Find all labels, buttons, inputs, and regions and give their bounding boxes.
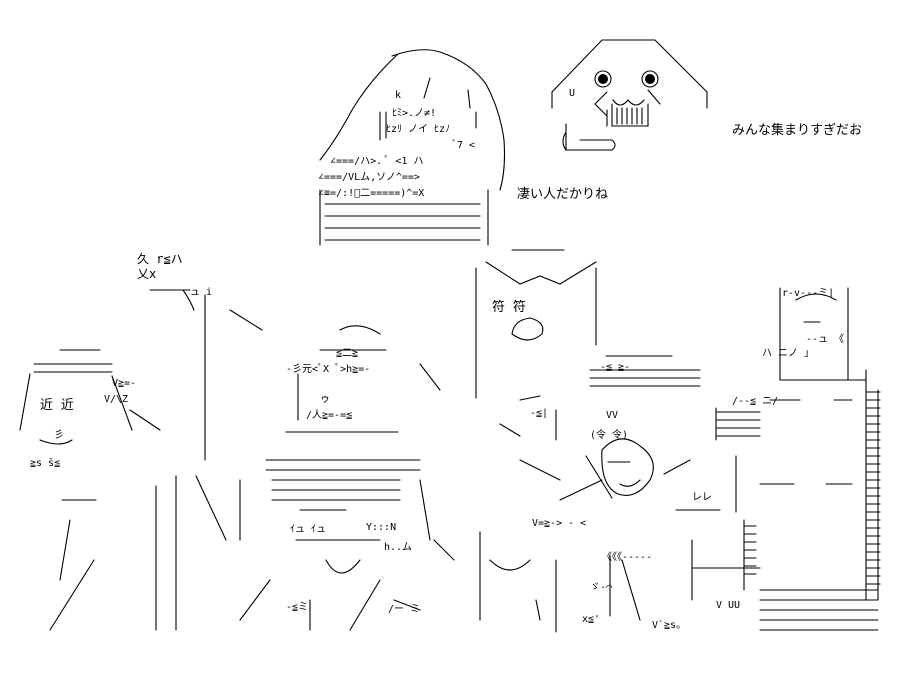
bottom-scribble-9: V=≧-> - < [532,518,587,529]
center-chest: ｲュ ｲュ [290,524,327,535]
hair-scribble-row2: ﾋzﾘ ノイ ﾋzﾉ [386,124,451,135]
kondo-figure [19,349,161,631]
right-collar: /--≦ ニ/ [732,396,779,407]
center-skirt: h..ム [384,542,413,553]
yaruo-left-eye-dot [598,74,608,84]
bottom-scribble-10: (令 令) [590,430,629,441]
fu-arm: -≦| [530,408,549,419]
speech-long-hair: 凄い人だかりね [517,187,609,202]
right-figure [675,287,881,631]
bottom-scribble-4: x≦' [582,614,601,625]
hair-scribble-row1: ﾋﾐ>.ノ≠! [392,108,437,119]
hair-scribble-row3: ﾞ7 < [452,140,476,151]
bottom-scribble-2: /ー ミ [388,604,421,615]
kondo-hair-1: V≧=- [112,378,137,389]
yaruo-right-eye-dot [645,74,655,84]
kondo-chin: ≧s ̄s≦ [30,458,61,469]
speech-yaruo: みんな集まりすぎだお [732,123,863,138]
bottom-scribble-5: V UU [716,600,741,611]
bottom-scribble-11: VV [606,410,619,421]
long-hair-figure [319,49,506,246]
left-head-3: ュ i [190,287,213,298]
yaruo-mouth-letter: U [569,88,576,99]
bottom-scribble-7: ゞ‐⌒ [590,582,613,593]
right-chin: ハ ニノ 」 [762,348,815,359]
bottom-scribble-8: 《《《----- [602,552,653,563]
yaruo-left-eye-ring [594,70,612,88]
hair-scribble-row6: ∠≡=/:!ﾞ二=====)^=X [318,188,425,199]
yaruo-head [551,39,708,151]
center-figure [239,325,455,631]
hair-scribble-row4: ∠===/ハ>. ﾟ <1 ハ [330,156,424,167]
left-arm-figure [149,289,263,631]
hair-scribble-k: k [395,90,402,101]
kondo-face-text: 近 近 [40,398,74,413]
right-mouth: --ュ 《 [806,334,845,345]
bottom-scribble-6: レレ [692,492,712,503]
center-belt: Y:::N [366,522,397,533]
center-hair: ≦二≧ [336,348,359,359]
bottom-scribble-1: -≦ミ [286,602,309,613]
yaruo-right-eye-ring [641,70,659,88]
left-head-2: 乂x [137,267,157,281]
center-ribbon: ゥ [320,394,330,405]
fu-figure [475,249,701,633]
small-round-face [559,438,691,621]
bottom-scribble-3: V`≧s。 [652,620,687,631]
fu-shoulder: -≦ ≧- [600,362,631,373]
kondo-mouth: 彡 [54,430,64,441]
hair-scribble-row5: ∠===/VLム,ソノ^==> [318,172,420,183]
center-eyes: -彡元<ﾟX ﾟ>h≧=- [286,364,371,375]
right-hair: r-v---ミ| [782,288,835,299]
kondo-hair-2: V/\Z [104,394,129,405]
center-mouth: /人≧=-=≦ [306,410,353,421]
left-head-1: 久 r≦ハ [137,252,183,266]
fu-eyes: 符 符 [492,300,526,315]
